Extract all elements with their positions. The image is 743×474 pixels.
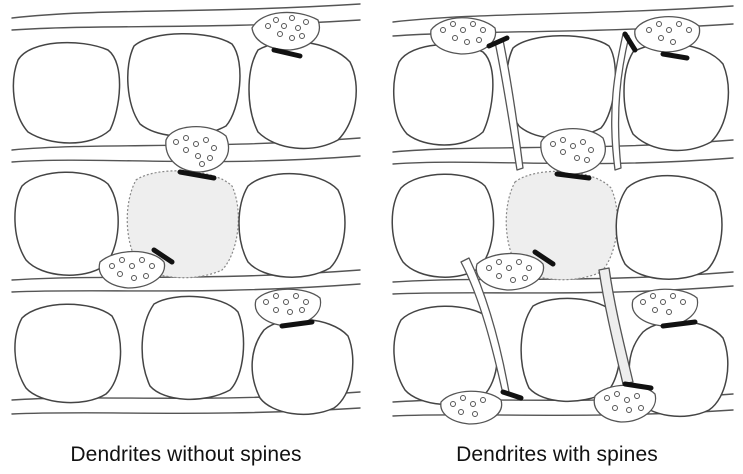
cell-bottom-1	[15, 304, 121, 402]
cell-bottom-2	[521, 298, 620, 401]
cell-top-3	[624, 44, 728, 151]
without-spines-drawing	[0, 0, 372, 440]
cell-bottom-3	[252, 319, 353, 414]
cell-mid-3	[239, 174, 345, 278]
bouton-mid-lower	[99, 250, 172, 288]
caption-with-spines: Dendrites with spines	[371, 443, 743, 467]
cell-top-3	[249, 42, 356, 149]
bouton-bottom	[255, 289, 320, 326]
cell-mid-1	[392, 174, 493, 277]
panel-without-spines: Dendrites without spines	[0, 0, 372, 474]
cell-top-2	[507, 36, 616, 139]
cell-bottom-1	[394, 306, 498, 404]
cell-bottom-2	[142, 296, 243, 399]
panel-with-spines: Dendrites with spines	[371, 0, 743, 474]
cell-top-1	[13, 43, 119, 143]
caption-without-spines: Dendrites without spines	[0, 443, 372, 467]
bouton-mid-upper	[541, 129, 605, 178]
with-spines-drawing	[371, 0, 743, 440]
bouton-mid-right	[632, 289, 697, 326]
bouton-bottom-left	[441, 391, 521, 424]
synapse-bottom-left	[503, 392, 521, 398]
bouton-top-left	[431, 18, 507, 54]
bouton-mid-lower	[476, 252, 553, 290]
cell-top-1	[394, 45, 493, 145]
cell-top-2	[128, 34, 240, 137]
bouton-bottom-center	[594, 384, 655, 422]
cell-mid-3	[616, 176, 722, 280]
